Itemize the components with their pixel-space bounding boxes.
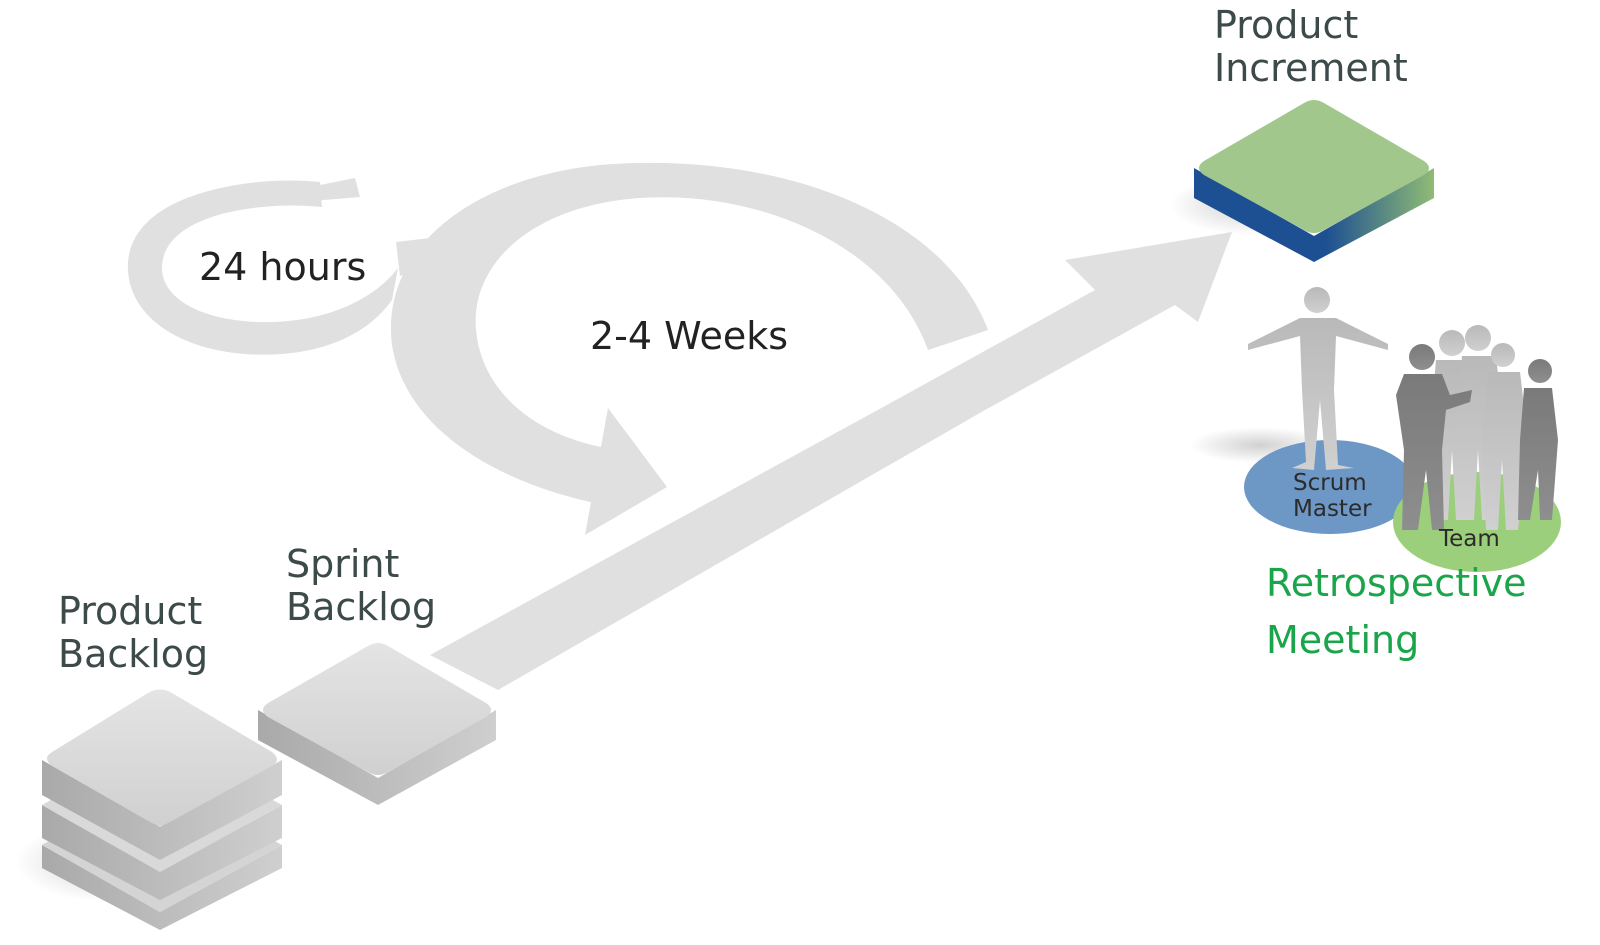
product-increment-label-line1: Product [1214, 3, 1359, 47]
scrum-master-label: Scrum Master [1293, 470, 1372, 523]
scrum-master-figure [1248, 287, 1388, 470]
product-increment-label: Product Increment [1214, 4, 1408, 89]
retrospective-label-line2: Meeting [1266, 618, 1420, 662]
product-backlog-stack [15, 689, 282, 930]
product-increment-label-line2: Increment [1214, 45, 1408, 90]
sprint-cycle-label: 2-4 Weeks [590, 314, 789, 358]
team-label: Team [1439, 526, 1500, 552]
sprint-backlog-label: Sprint Backlog [286, 543, 436, 628]
daily-cycle-loop [127, 178, 440, 355]
product-increment-block [1170, 100, 1434, 262]
product-backlog-label-line2: Backlog [58, 631, 209, 676]
scrum-master-disc [1244, 440, 1416, 534]
scrum-master-label-line2: Master [1293, 495, 1372, 522]
daily-cycle-label: 24 hours [199, 245, 367, 289]
sprint-flow-arrow [430, 232, 1232, 690]
team-figures-front [1396, 344, 1558, 530]
sprint-backlog-block [258, 643, 496, 805]
sprint-cycle-loop [390, 162, 988, 535]
sprint-backlog-label-line2: Backlog [286, 584, 437, 629]
product-backlog-label: Product Backlog [58, 590, 208, 675]
retrospective-meeting-label: Retrospective Meeting [1266, 555, 1527, 669]
scrum-master-label-line1: Scrum [1293, 470, 1367, 496]
sprint-backlog-label-line1: Sprint [286, 542, 400, 586]
retrospective-group [1190, 287, 1561, 572]
product-backlog-label-line1: Product [58, 589, 203, 633]
retrospective-label-line1: Retrospective [1266, 561, 1527, 605]
